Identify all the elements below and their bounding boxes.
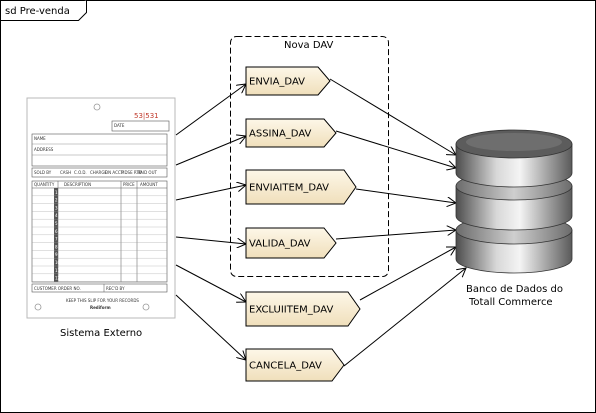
form-col-header: C.O.D. [74, 170, 87, 175]
connector-out-3 [355, 188, 456, 203]
form-col-header-row [31, 167, 168, 178]
sales-form [26, 97, 176, 319]
connector-in-1 [175, 84, 246, 136]
signal-shape [245, 227, 337, 259]
database-label-line2: Totall Commerce [468, 297, 553, 308]
connectors [175, 78, 466, 367]
form-name-label: NAME [34, 136, 46, 141]
form-number: 53|531 [134, 112, 159, 120]
form-col-header: MDSE RTD [121, 170, 142, 175]
form-hole-left [34, 303, 42, 311]
connector-in-5 [175, 264, 246, 302]
connector-out-4 [335, 230, 456, 240]
nova-dav-group [230, 36, 389, 277]
database-label-line1: Banco de Dados do [466, 284, 563, 295]
form-row-number: 12 [55, 276, 61, 281]
form-row-number: 9 [55, 252, 58, 257]
form-row-number: 5 [55, 221, 58, 226]
frame-label-tab [0, 0, 87, 21]
signal-3[interactable]: ENVIAITEM_DAV [245, 169, 357, 205]
form-item-header: AMOUNT [140, 182, 158, 187]
form-item-header: PRICE [123, 182, 135, 187]
signal-label: VALIDA_DAV [249, 239, 311, 250]
signal-shape [245, 66, 331, 96]
connector-out-6 [343, 268, 466, 367]
form-hole-right [142, 303, 150, 311]
form-footer-right: REC'D BY [106, 286, 125, 291]
signal-shape [245, 169, 357, 205]
connector-in-3 [175, 185, 246, 201]
form-row-number: 10 [55, 260, 61, 265]
signal-6[interactable]: CANCELA_DAV [245, 348, 345, 382]
database-icon[interactable] [455, 129, 573, 274]
frame-label: sd Pre-venda [5, 6, 70, 17]
form-row-number: 3 [55, 205, 58, 210]
signal-2[interactable]: ASSINA_DAV [245, 118, 337, 148]
connector-in-4 [175, 236, 246, 244]
form-date-label: DATE [114, 123, 125, 128]
connector-out-5 [359, 247, 456, 301]
form-hole-top [93, 103, 101, 111]
signal-1[interactable]: ENVIA_DAV [245, 66, 331, 96]
signal-shape [245, 348, 345, 382]
form-row-number: 1 [55, 190, 58, 195]
form-address-label: ADDRESS [34, 147, 54, 152]
form-col-header: ON ACCT [105, 170, 124, 175]
form-item-header: DESCRIPTION [64, 182, 91, 187]
signal-label: ENVIAITEM_DAV [249, 183, 329, 194]
form-items-table [31, 180, 168, 283]
form-footer-row [31, 283, 168, 293]
form-row-number: 7 [55, 237, 58, 242]
connector-in-6 [175, 294, 246, 360]
form-col-header: CASH [60, 170, 71, 175]
signal-label: CANCELA_DAV [249, 361, 322, 372]
form-keep-text: KEEP THIS SLIP FOR YOUR RECORDS [66, 298, 139, 303]
form-col-header: PAID OUT [138, 170, 158, 175]
signal-5[interactable]: EXCLUIITEM_DAV [245, 291, 361, 327]
form-col-header: SOLD BY [34, 170, 52, 175]
connector-out-2 [335, 130, 456, 168]
connector-out-1 [329, 78, 456, 155]
form-row-number-bar [54, 188, 58, 282]
signals: ENVIA_DAV ASSINA_DAV ENVIAITEM_DAV VALIDA_D… [245, 66, 361, 382]
form-name-block [31, 133, 168, 167]
signal-shape [245, 118, 337, 148]
signal-shape [245, 291, 361, 327]
external-system-label: Sistema Externo [60, 328, 142, 339]
form-item-headers: QUANTITY DESCRIPTION PRICE AMOUNT [34, 182, 158, 187]
signal-4[interactable]: VALIDA_DAV [245, 227, 337, 259]
form-row-number: 8 [55, 244, 58, 249]
form-footer-left: CUSTOMER ORDER NO. [34, 286, 81, 291]
form-brand-text: Rediform [90, 305, 111, 310]
connector-in-2 [175, 136, 246, 166]
form-row-number: 2 [55, 198, 58, 203]
form-row-number: 4 [55, 213, 58, 218]
signal-label: EXCLUIITEM_DAV [249, 305, 333, 316]
form-row-number: 11 [55, 268, 61, 273]
group-label: Nova DAV [284, 40, 334, 51]
form-date-box [111, 120, 170, 132]
form-item-header: QUANTITY [34, 182, 55, 187]
signal-label: ASSINA_DAV [249, 129, 312, 140]
form-col-header: CHARGE [90, 170, 107, 175]
form-row-number: 6 [55, 229, 58, 234]
signal-label: ENVIA_DAV [249, 77, 305, 88]
